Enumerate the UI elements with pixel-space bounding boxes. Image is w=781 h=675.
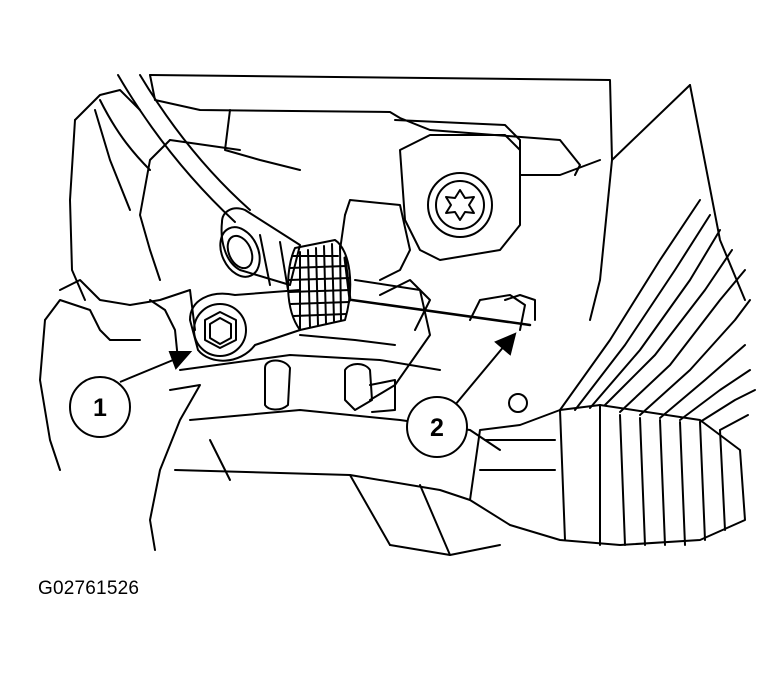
callout-label-1: 1: [93, 394, 107, 422]
wiring-harness: [559, 199, 756, 431]
leader-line-2: [350, 298, 532, 327]
housing-frame: [69, 74, 746, 321]
callout-label-2: 2: [430, 414, 444, 442]
control-cable: [99, 74, 301, 291]
callout-arrow-1: [119, 351, 193, 383]
lower-structure: [39, 279, 501, 556]
callout-1: 1: [69, 376, 131, 438]
figure-id-label: G02761526: [38, 578, 140, 599]
cable-clevis-bolt: [189, 289, 301, 362]
callout-2: 2: [406, 396, 468, 458]
torx-bolt: [399, 134, 521, 261]
mounting-bracket: [179, 199, 536, 413]
electrical-connector: [469, 404, 746, 546]
callout-arrow-2: [454, 332, 517, 406]
